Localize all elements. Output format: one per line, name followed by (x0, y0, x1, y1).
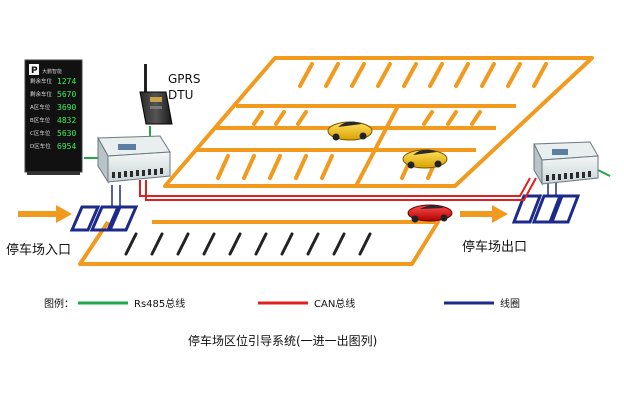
lower-stall-lines (124, 232, 372, 256)
legend-label-rs485: Rs485总线 (134, 297, 185, 310)
sign-row-label: 剩余车位 (30, 90, 53, 98)
gprs-dtu-device (139, 64, 173, 125)
sign-row-value: 4832 (57, 116, 76, 125)
gprs-label: GPRS (168, 72, 201, 86)
lower-parking-area (78, 220, 440, 266)
can-bus-line (139, 177, 537, 201)
sign-row-value: 5670 (57, 90, 76, 99)
legend-label-coil: 线圈 (500, 297, 520, 310)
entrance-controller (97, 135, 171, 184)
sign-rows: 剩余车位 1274 剩余车位 5670 A区车位 3690 B区车位 4832 … (30, 77, 76, 151)
sign-row-label: A区车位 (30, 103, 51, 111)
sign-row-value: 6954 (57, 142, 76, 151)
sign-row-label: B区车位 (30, 116, 51, 124)
sign-brand: P (31, 66, 38, 76)
antenna-icon (144, 64, 147, 92)
sign-row-label: D区车位 (30, 142, 51, 150)
yellow-car-2 (402, 149, 448, 169)
entrance-arrow (18, 205, 72, 223)
upper-parking-area (163, 56, 594, 188)
legend: 图例： Rs485总线 CAN总线 线圈 (44, 297, 520, 310)
coil-wire-lines (111, 183, 557, 207)
sign-row-value: 1274 (57, 77, 76, 86)
dtu-label: DTU (168, 88, 193, 102)
yellow-car-1 (327, 121, 373, 141)
sign-row-label: C区车位 (30, 129, 51, 137)
legend-label-can: CAN总线 (314, 297, 355, 310)
sign-row-value: 3690 (57, 103, 76, 112)
exit-controller (533, 141, 599, 186)
led-guidance-sign: P 大鹏智能 剩余车位 1274 剩余车位 5670 A区车位 3690 B区车… (24, 59, 83, 175)
diagram-caption: 停车场区位引导系统(一进一出图列) (188, 333, 377, 348)
sign-brand-sub: 大鹏智能 (42, 68, 62, 75)
entrance-label: 停车场入口 (6, 242, 71, 258)
red-car (407, 204, 453, 223)
exit-arrow (460, 205, 508, 223)
sign-row-label: 剩余车位 (30, 77, 53, 85)
legend-title: 图例： (44, 297, 74, 310)
sign-row-value: 5630 (57, 129, 76, 138)
parking-logo-icon (29, 64, 39, 75)
exit-label: 停车场出口 (462, 239, 527, 255)
exit-coil (511, 194, 581, 224)
upper-stall-lines (216, 62, 548, 180)
